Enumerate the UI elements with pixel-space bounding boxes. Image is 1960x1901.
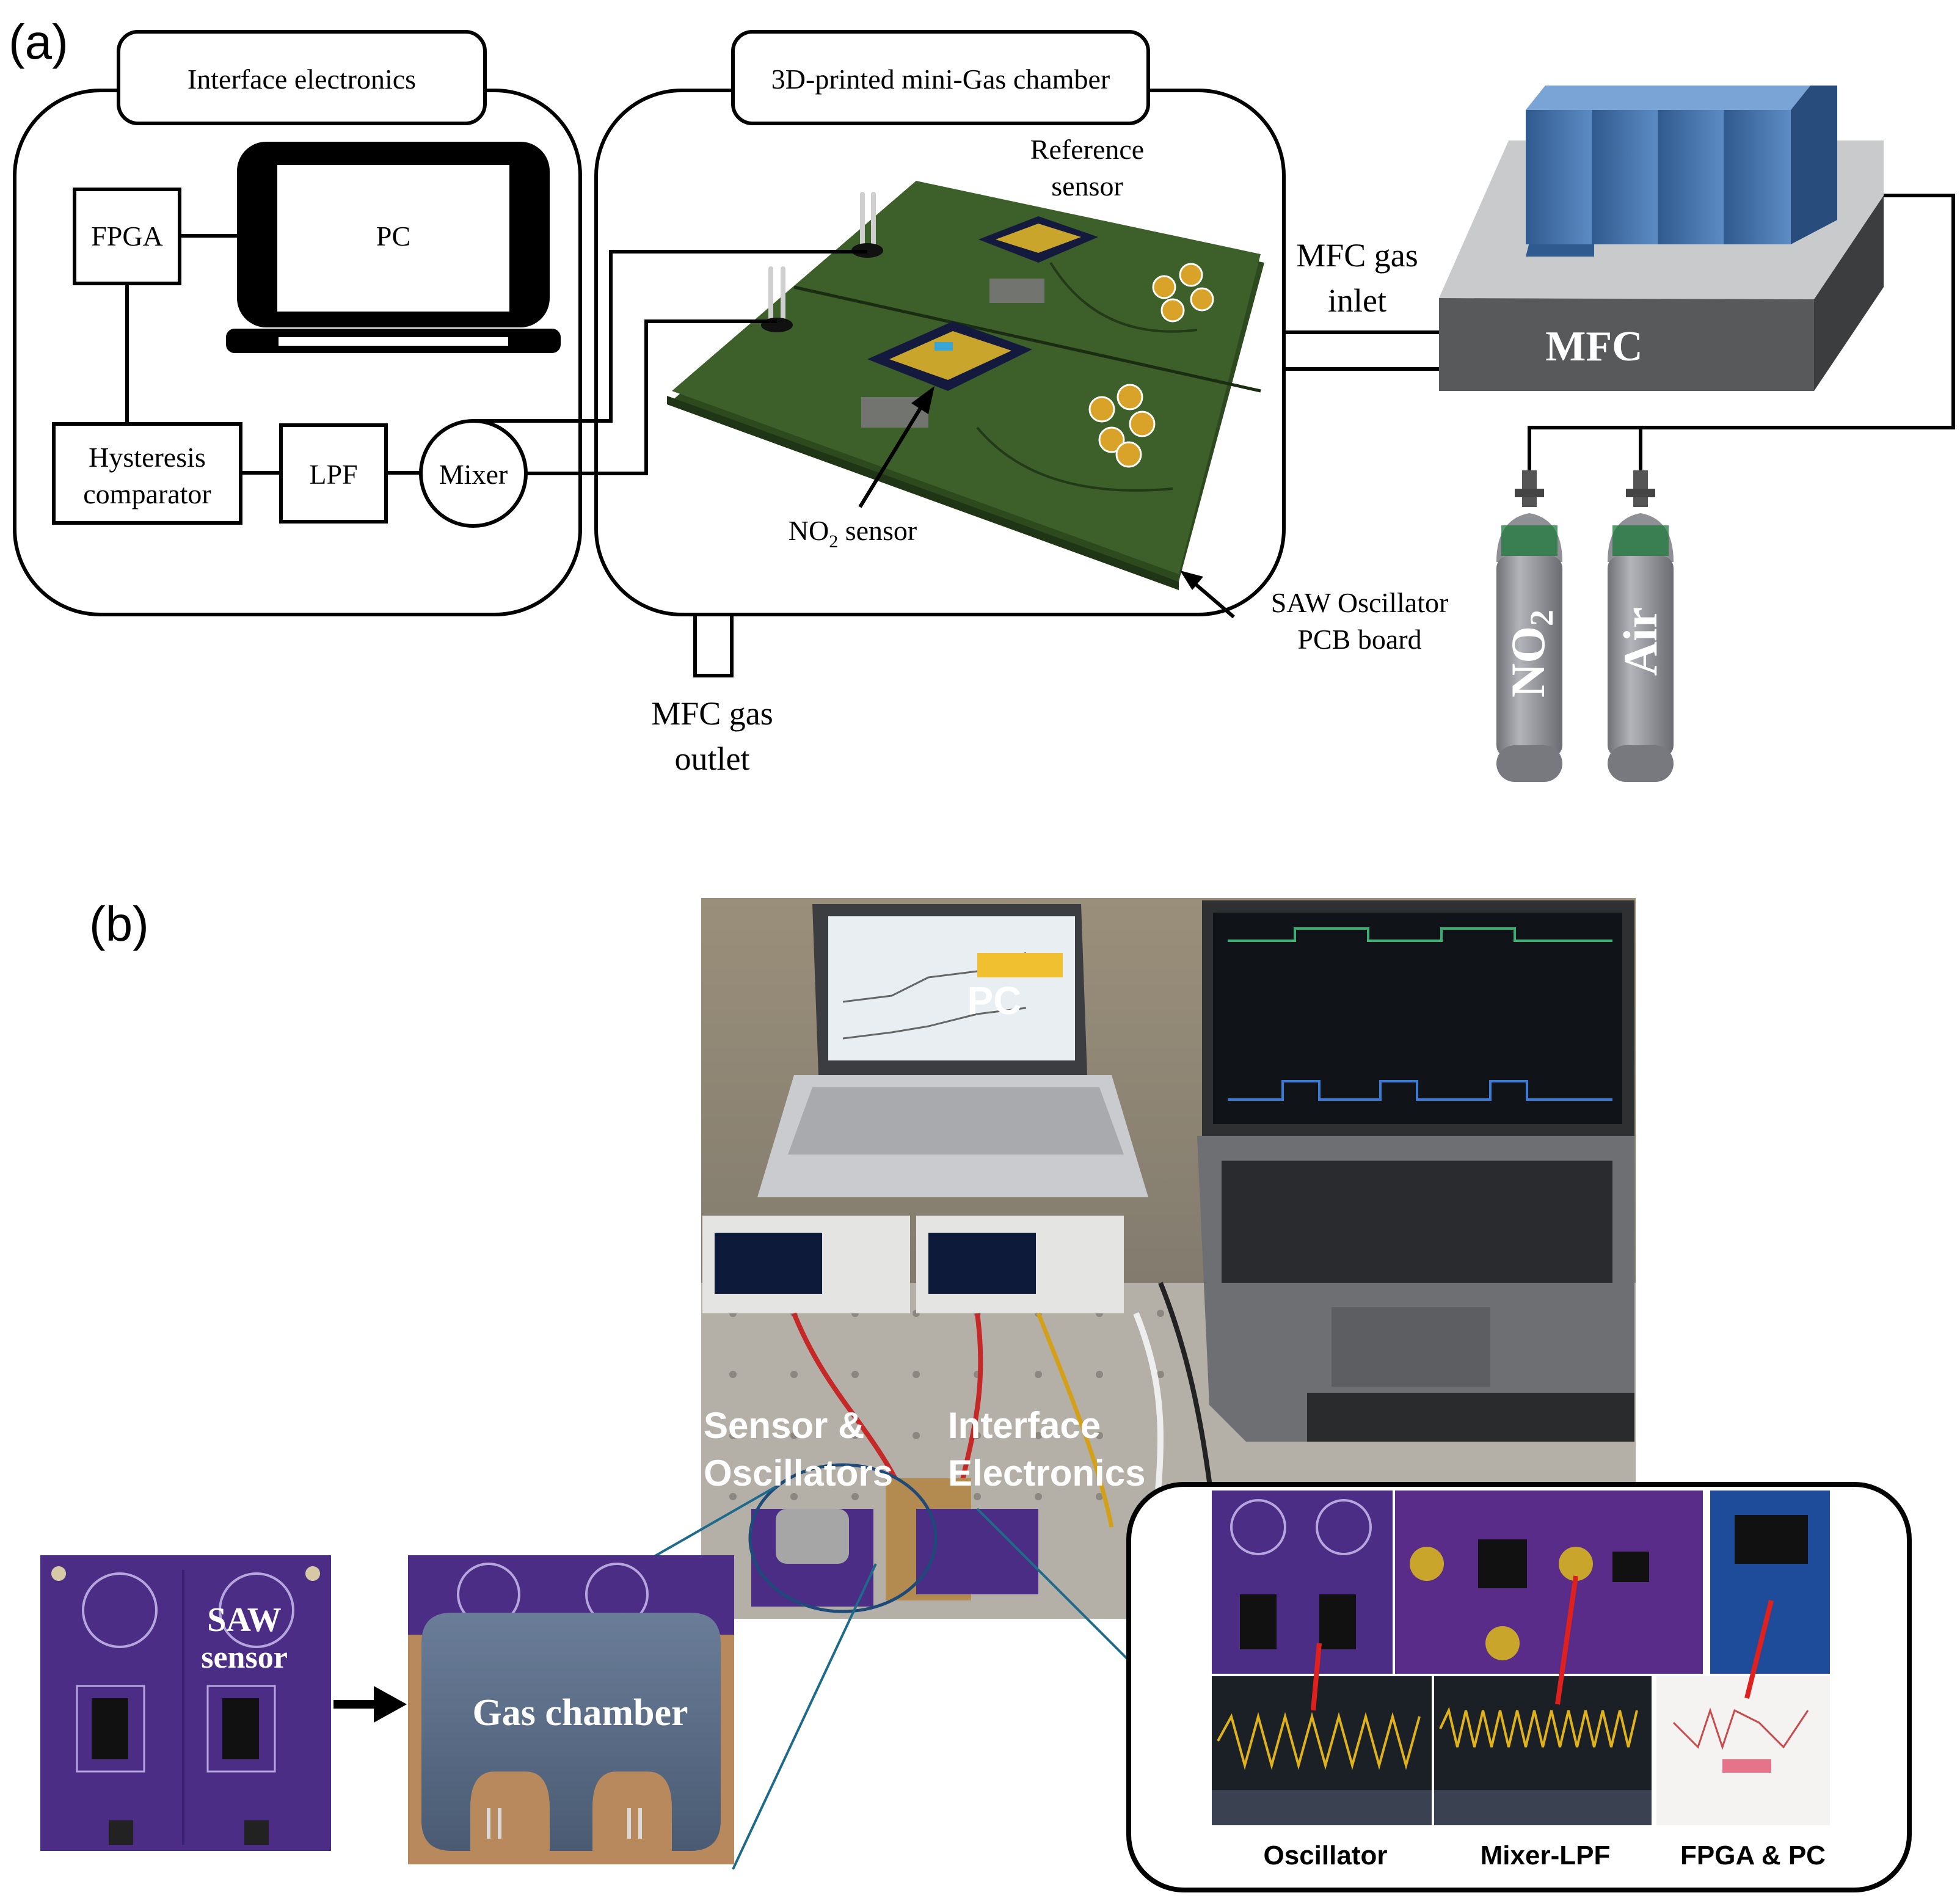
hysteresis-label-line2: comparator: [83, 478, 211, 509]
mixer-lpf-caption: Mixer-LPF: [1481, 1841, 1611, 1870]
interface-electronics-photo-line1: Interface: [948, 1405, 1101, 1446]
mixer-no2-wire: [526, 319, 777, 475]
panel-a-label: (a): [9, 15, 68, 69]
mfc-label: MFC: [1545, 323, 1642, 370]
mixer-label: Mixer: [439, 459, 508, 490]
interface-zoom-panel: Oscillator Mixer-LPF FPGA & PC: [1126, 1482, 1912, 1892]
gas-chamber-photo-label: Gas chamber: [472, 1692, 688, 1734]
gas-chamber-title-box: [731, 30, 1150, 125]
gas-chamber-title: 3D-printed mini-Gas chamber: [771, 64, 1110, 95]
gas-inlet-line2: inlet: [1328, 282, 1386, 319]
saw-board-arrow-line: [1190, 578, 1235, 619]
reference-sensor-line2: sensor: [1051, 170, 1123, 202]
saw-sensor-line2: sensor: [201, 1640, 288, 1675]
saw-board-line2: PCB board: [1297, 624, 1421, 655]
sensor-oscillators-line2: Oscillators: [704, 1453, 893, 1494]
interface-electronics-photo-line2: Electronics: [948, 1453, 1145, 1494]
saw-board-line1: SAW Oscillator: [1271, 587, 1449, 618]
sensor-oscillators-line1: Sensor &: [704, 1405, 864, 1446]
saw-pcb-board-render: [667, 181, 1264, 590]
air-cylinder: Air: [1608, 470, 1674, 782]
hysteresis-label-line1: Hysteresis: [89, 442, 206, 473]
no2-cylinder-label: NO2: [1501, 610, 1560, 698]
lpf-label: LPF: [309, 459, 357, 490]
panel-b-label: (b): [89, 897, 149, 951]
saw-board-arrowhead: [1180, 571, 1203, 590]
gas-chamber-group: 3D-printed mini-Gas chamber: [473, 30, 1449, 777]
air-cylinder-label: Air: [1614, 607, 1667, 676]
zoom-line-lower: [732, 1563, 877, 1870]
oscillator-caption: Oscillator: [1264, 1841, 1388, 1870]
no2-cylinder: NO2: [1496, 470, 1562, 782]
mfc-unit: MFC: [1439, 86, 1884, 391]
sensor-highlight-ellipse: [748, 1463, 938, 1613]
laptop-icon: [226, 142, 561, 353]
gas-outlet-line1: MFC gas: [651, 695, 773, 732]
reference-sensor-line1: Reference: [1030, 134, 1144, 165]
fpga-pc-caption: FPGA & PC: [1680, 1841, 1826, 1870]
photo-pc-label: PC: [967, 979, 1022, 1023]
gas-outlet-line2: outlet: [675, 740, 750, 777]
interface-electronics-title-box: [117, 30, 487, 125]
zoom-line-upper: [641, 1486, 776, 1565]
saw-sensor-pcb-photo: SAW sensor: [40, 1555, 331, 1851]
gas-chamber-photo: Gas chamber: [408, 1555, 734, 1864]
gas-outlet-port: [693, 613, 734, 677]
no2-sensor-label: NO2 sensor: [789, 515, 917, 552]
interface-electronics-group: Interface electronics FPGA PC Hysteresis…: [13, 30, 582, 616]
mixer-reference-wire: [473, 250, 867, 423]
pcb-to-chamber-arrowhead: [374, 1686, 407, 1723]
no2-sensor-arrow-line: [858, 402, 925, 508]
interface-electronics-title: Interface electronics: [188, 64, 416, 95]
gas-inlet-line1: MFC gas: [1296, 237, 1418, 274]
mfc-columns: [1526, 86, 1837, 257]
mfc-cylinder-pipe: [1528, 194, 1955, 470]
no2-sensor-arrowhead: [911, 386, 934, 414]
hysteresis-comparator-box: [52, 422, 242, 525]
zoom-line-interface: [976, 1508, 1131, 1663]
saw-sensor-line1: SAW: [207, 1601, 281, 1639]
pc-label: PC: [376, 221, 410, 252]
fpga-label: FPGA: [91, 221, 163, 252]
